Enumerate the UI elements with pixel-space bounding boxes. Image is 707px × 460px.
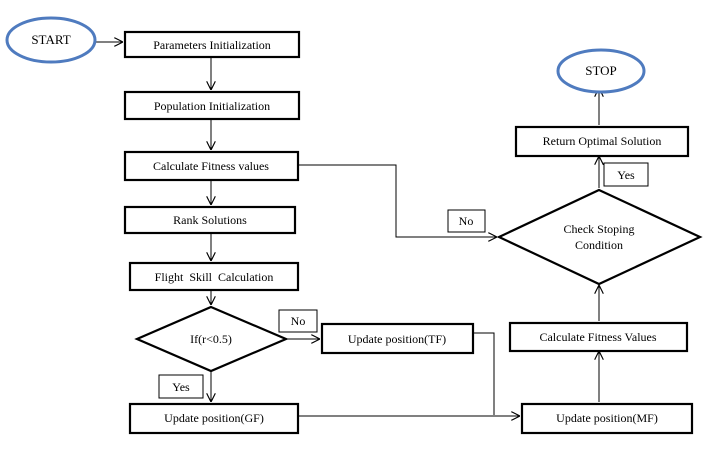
step-label: Calculate Fitness values [153, 159, 269, 173]
step-label: Update position(GF) [164, 411, 264, 425]
edge-fitness-check-no [298, 164, 497, 237]
check-yes-label-box: Yes [603, 162, 649, 187]
decision-label-line1: Check Stoping [564, 222, 635, 236]
if-no-label-box: No [278, 309, 318, 333]
step-label: Calculate Fitness Values [539, 330, 656, 344]
decision-label: If(r<0.5) [190, 332, 232, 346]
step-population-initialization: Population Initialization [123, 90, 301, 121]
check-no-label-box: No [447, 209, 486, 233]
step-label: Rank Solutions [173, 213, 247, 227]
step-return-optimal-solution: Return Optimal Solution [514, 125, 690, 158]
stop-label: STOP [585, 63, 617, 78]
edge-tf-mf [474, 332, 495, 415]
start-terminal: START [5, 16, 97, 64]
start-label: START [31, 32, 70, 47]
step-calculate-fitness-values: Calculate Fitness Values [508, 321, 689, 353]
decision-check-stopping: Check Stoping Condition [496, 188, 703, 286]
step-label: Flight Skill Calculation [155, 270, 274, 284]
step-update-position-mf: Update position(MF) [520, 402, 694, 435]
branch-label: No [291, 314, 306, 328]
step-update-position-gf: Update position(GF) [128, 402, 300, 435]
step-rank-solutions: Rank Solutions [123, 205, 297, 235]
step-update-position-tf: Update position(TF) [320, 322, 475, 355]
branch-label: No [459, 214, 474, 228]
step-label: Return Optimal Solution [543, 134, 662, 148]
step-label: Population Initialization [154, 99, 270, 113]
step-flight-skill-calculation: Flight Skill Calculation [128, 261, 300, 292]
if-yes-label-box: Yes [158, 374, 204, 399]
decision-if-r: If(r<0.5) [134, 305, 289, 373]
branch-label: Yes [617, 168, 635, 182]
step-calculate-fitness: Calculate Fitness values [123, 150, 300, 182]
step-parameters-initialization: Parameters Initialization [123, 30, 301, 59]
stop-terminal: STOP [556, 48, 646, 94]
step-label: Update position(MF) [556, 411, 658, 425]
step-label: Parameters Initialization [153, 38, 271, 52]
branch-label: Yes [172, 380, 190, 394]
decision-label-line2: Condition [575, 238, 623, 252]
step-label: Update position(TF) [348, 332, 446, 346]
